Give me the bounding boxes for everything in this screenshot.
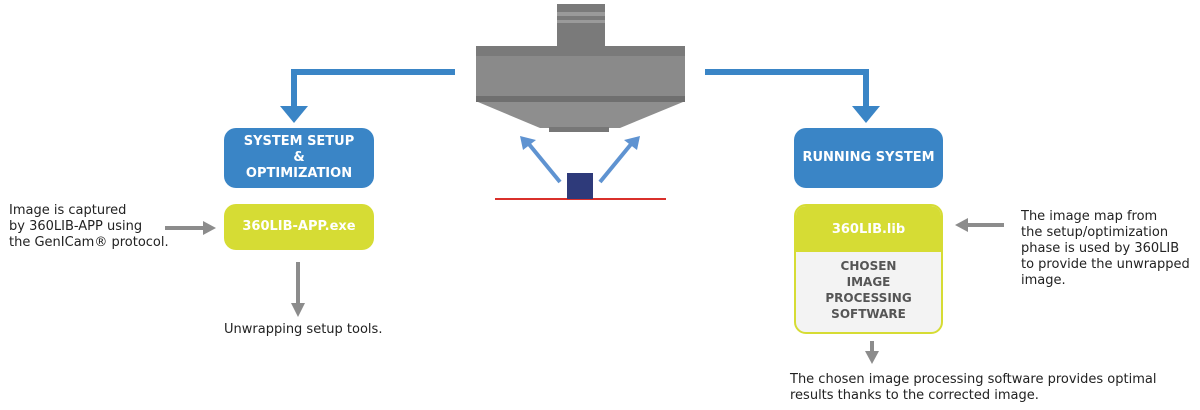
- software-line-1: CHOSEN: [840, 259, 897, 273]
- image-map-line-3: phase is used by 360LIB: [1021, 241, 1180, 256]
- setup-title-line-3: OPTIMIZATION: [245, 166, 353, 181]
- camera-icon: [476, 4, 685, 132]
- unwrapping-note: Unwrapping setup tools.: [224, 322, 383, 337]
- view-ray-right: [598, 141, 634, 184]
- software-line-4: SOFTWARE: [831, 307, 906, 321]
- object-square: [567, 173, 593, 199]
- system-setup-box: SYSTEM SETUP & OPTIMIZATION: [224, 128, 374, 188]
- arrow-input-left: [165, 221, 216, 235]
- capture-note-line-3: the GenICam® protocol.: [9, 235, 169, 250]
- image-map-line-2: the setup/optimization: [1021, 225, 1169, 240]
- image-map-note: The image map from the setup/optimizatio…: [1021, 209, 1196, 289]
- inspected-object: [495, 136, 666, 200]
- capture-note: Image is captured by 360LIB-APP using th…: [9, 203, 179, 251]
- arrow-output-right: [865, 341, 879, 364]
- image-map-line-1: The image map from: [1021, 209, 1158, 224]
- setup-title-line-1: SYSTEM SETUP: [243, 134, 355, 149]
- results-note: The chosen image processing software pro…: [790, 372, 1190, 404]
- arrow-input-right: [955, 218, 1004, 232]
- software-line-3: PROCESSING: [825, 291, 912, 305]
- lib-label: 360LIB.lib: [796, 206, 941, 252]
- arrow-to-setup: [280, 69, 455, 123]
- app-exe-box: 360LIB-APP.exe: [224, 204, 374, 250]
- running-system-box: RUNNING SYSTEM: [794, 128, 943, 188]
- app-exe-label: 360LIB-APP.exe: [242, 219, 356, 234]
- results-line-2: results thanks to the corrected image.: [790, 388, 1039, 403]
- software-line-2: IMAGE: [846, 275, 891, 289]
- arrow-to-running: [705, 69, 880, 123]
- lib-software-box: 360LIB.lib CHOSEN IMAGE PROCESSING SOFTW…: [794, 204, 943, 334]
- setup-title-line-2: &: [293, 150, 305, 165]
- view-ray-left: [526, 141, 562, 184]
- results-line-1: The chosen image processing software pro…: [790, 372, 1157, 387]
- running-system-label: RUNNING SYSTEM: [802, 150, 935, 165]
- capture-note-line-2: by 360LIB-APP using: [9, 219, 143, 234]
- arrow-output-left: [291, 262, 305, 317]
- image-map-line-4: to provide the unwrapped: [1021, 257, 1190, 272]
- software-label: CHOSEN IMAGE PROCESSING SOFTWARE: [796, 258, 941, 322]
- image-map-line-5: image.: [1021, 273, 1066, 288]
- capture-note-line-1: Image is captured: [9, 203, 127, 218]
